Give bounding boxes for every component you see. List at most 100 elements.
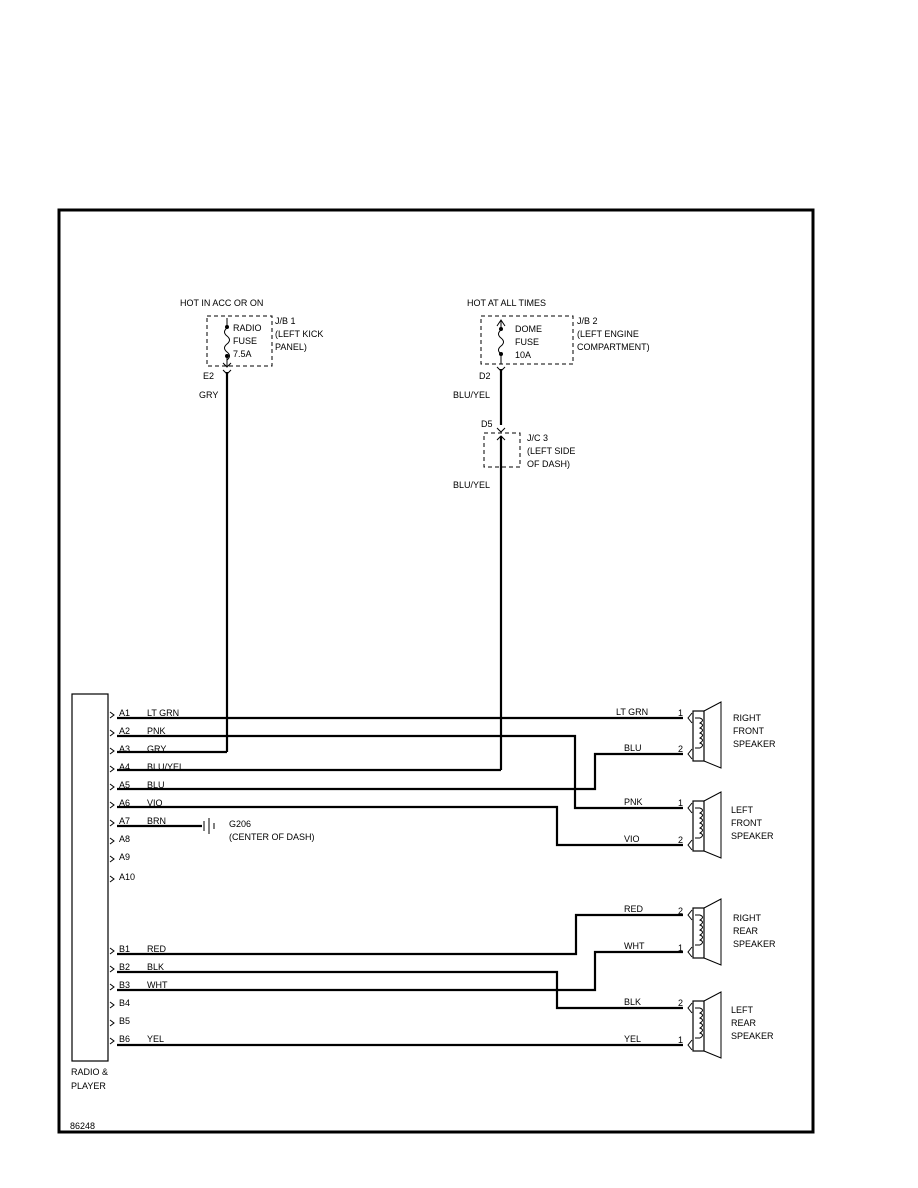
svg-text:2: 2 <box>678 744 683 754</box>
svg-text:1: 1 <box>678 1035 683 1045</box>
pin-b6-wire: YEL <box>147 1034 164 1044</box>
wire-pnk <box>117 734 683 810</box>
pin-a4: A4 <box>119 762 130 772</box>
terminal-d2: D2 <box>479 371 491 381</box>
pin-b6: B6 <box>119 1034 130 1044</box>
speaker-left-front: 1 2 LEFT FRONT SPEAKER <box>678 791 774 859</box>
svg-text:SPEAKER: SPEAKER <box>731 1031 774 1041</box>
wire-label-gry-top: GRY <box>199 390 218 400</box>
dome-fuse-icon <box>498 329 504 355</box>
dome-fuse-header: HOT AT ALL TIMES <box>467 298 546 308</box>
speaker-lf-label: LEFT <box>731 805 754 815</box>
wire-blu <box>117 752 683 791</box>
svg-text:COMPARTMENT): COMPARTMENT) <box>577 342 650 352</box>
pin-a10: A10 <box>119 872 135 882</box>
rf-pin1-wire: LT GRN <box>616 707 648 717</box>
pin-b1-wire: RED <box>147 944 167 954</box>
radio-player: RADIO & PLAYER A1 LT GRN A2 PNK A3 GRY A… <box>71 693 184 1091</box>
svg-text:(LEFT ENGINE: (LEFT ENGINE <box>577 329 639 339</box>
lr-pin2-wire: BLK <box>624 997 641 1007</box>
terminal-e2: E2 <box>203 371 214 381</box>
ground-g206: G206 (CENTER OF DASH) <box>203 818 315 842</box>
svg-text:FRONT: FRONT <box>731 818 762 828</box>
pin-a1: A1 <box>119 708 130 718</box>
radio-player-box <box>71 693 109 1062</box>
dome-fuse-circuit: HOT AT ALL TIMES DOME FUSE 10A J/B 2 (LE… <box>453 298 650 770</box>
pin-a1-wire: LT GRN <box>147 708 179 718</box>
pin-a5: A5 <box>119 780 130 790</box>
svg-text:PANEL): PANEL) <box>275 342 307 352</box>
rf-pin2-wire: BLU <box>624 743 642 753</box>
lr-pin1-wire: YEL <box>624 1034 641 1044</box>
svg-text:FRONT: FRONT <box>733 726 764 736</box>
svg-text:2: 2 <box>678 998 683 1008</box>
wire-label-bluyel-lower: BLU/YEL <box>453 480 490 490</box>
ground-label: G206 <box>229 819 251 829</box>
pin-b2: B2 <box>119 962 130 972</box>
pin-b2-wire: BLK <box>147 962 164 972</box>
svg-text:7.5A: 7.5A <box>233 349 252 359</box>
pin-a6: A6 <box>119 798 130 808</box>
speaker-left-rear: 2 1 LEFT REAR SPEAKER <box>678 991 774 1059</box>
svg-text:1: 1 <box>678 798 683 808</box>
svg-text:(LEFT KICK: (LEFT KICK <box>275 329 323 339</box>
rr-pin2-wire: RED <box>624 904 644 914</box>
wire-label-bluyel-upper: BLU/YEL <box>453 390 490 400</box>
wire-red <box>117 913 683 956</box>
svg-text:10A: 10A <box>515 350 531 360</box>
speaker-right-front: 1 2 RIGHT FRONT SPEAKER <box>678 701 776 769</box>
pin-a4-wire: BLU/YEL <box>147 762 184 772</box>
pin-a7-wire: BRN <box>147 816 166 826</box>
pin-b3-wire: WHT <box>147 980 168 990</box>
pin-b1: B1 <box>119 944 130 954</box>
radio-player-label: RADIO & <box>71 1067 108 1077</box>
jb1-label: J/B 1 <box>275 316 296 326</box>
jc3-label: J/C 3 <box>527 433 548 443</box>
svg-text:SPEAKER: SPEAKER <box>733 939 776 949</box>
svg-text:1: 1 <box>678 708 683 718</box>
pin-b4: B4 <box>119 998 130 1008</box>
diagram-frame <box>57 208 815 1134</box>
radio-fuse-circuit: HOT IN ACC OR ON RADIO FUSE 7.5A J/B 1 (… <box>180 298 323 752</box>
speaker-wiring <box>117 716 683 1047</box>
pin-b5: B5 <box>119 1016 130 1026</box>
pin-a8: A8 <box>119 834 130 844</box>
pin-a6-wire: VIO <box>147 798 163 808</box>
svg-text:2: 2 <box>678 906 683 916</box>
svg-text:PLAYER: PLAYER <box>71 1081 106 1091</box>
svg-text:FUSE: FUSE <box>233 336 257 346</box>
jb2-box <box>480 315 574 365</box>
pin-a9: A9 <box>119 852 130 862</box>
terminal-d5: D5 <box>481 419 493 429</box>
pin-a5-wire: BLU <box>147 780 165 790</box>
speaker-lr-label: LEFT <box>731 1005 754 1015</box>
svg-text:2: 2 <box>678 835 683 845</box>
svg-text:SPEAKER: SPEAKER <box>731 831 774 841</box>
wire-vio <box>117 805 683 847</box>
speaker-right-rear: 2 1 RIGHT REAR SPEAKER <box>678 898 776 966</box>
rr-pin1-wire: WHT <box>624 941 645 951</box>
svg-text:REAR: REAR <box>731 1018 757 1028</box>
speaker-rr-label: RIGHT <box>733 913 762 923</box>
jb2-label: J/B 2 <box>577 316 598 326</box>
dome-fuse-label: DOME <box>515 324 542 334</box>
pin-a7: A7 <box>119 816 130 826</box>
svg-text:OF DASH): OF DASH) <box>527 459 570 469</box>
svg-text:(CENTER OF DASH): (CENTER OF DASH) <box>229 832 315 842</box>
svg-text:SPEAKER: SPEAKER <box>733 739 776 749</box>
radio-fuse-label: RADIO <box>233 323 262 333</box>
svg-text:(LEFT SIDE: (LEFT SIDE <box>527 446 575 456</box>
pin-a2: A2 <box>119 726 130 736</box>
pin-a2-wire: PNK <box>147 726 166 736</box>
pin-a3: A3 <box>119 744 130 754</box>
figure-number: 86248 <box>70 1121 95 1131</box>
pin-b3: B3 <box>119 980 130 990</box>
lf-pin1-wire: PNK <box>624 797 643 807</box>
lf-pin2-wire: VIO <box>624 834 640 844</box>
speaker-rf-label: RIGHT <box>733 713 762 723</box>
svg-text:FUSE: FUSE <box>515 337 539 347</box>
pin-a3-wire: GRY <box>147 744 166 754</box>
wire-wht <box>117 950 683 992</box>
svg-text:1: 1 <box>678 943 683 953</box>
jb1-box <box>206 315 273 367</box>
